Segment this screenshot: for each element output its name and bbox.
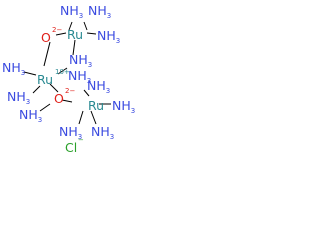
- bond-ru-top-nh3-lower: [72, 39, 76, 56]
- bonds: [23, 21, 111, 125]
- ru-top-symbol: Ru: [67, 27, 83, 42]
- bond-ru-bottom-nh3-upper-right: [83, 89, 90, 97]
- ru-bottom-group: NH3 O 2− Ru NH3 NH3 NH3 NH3: [19, 78, 135, 141]
- ru-top-nh3-right: NH3: [97, 28, 120, 45]
- bond-ru-middle-nh3-upper-right: [57, 67, 68, 75]
- bond-oxide-top-ru-middle: [43, 41, 51, 67]
- bond-ru-bottom-nh3-lower-right: [90, 110, 97, 125]
- ru-middle-charge: 10+: [55, 68, 70, 76]
- bond-oxide-top-ru-top: [55, 32, 67, 36]
- bond-oxide-bottom-ru-bottom: [61, 99, 73, 103]
- ru-top-nh3-upper-left: NH3: [60, 3, 83, 20]
- ru-middle-nh3-left: NH3: [2, 60, 25, 77]
- ru-bottom-nh3-left: NH3: [19, 107, 42, 124]
- chloride-charge: −: [78, 136, 84, 144]
- ru-bottom-nh3-lower-right: NH3: [91, 124, 114, 141]
- bond-ru-top-nh3-right: [86, 32, 97, 35]
- molecule-structure: NH3 NH3 O 2− Ru NH3 NH3 NH3 Ru 10+ NH3 N…: [2, 3, 135, 153]
- ru-top-nh3-lower: NH3: [69, 52, 92, 69]
- bond-ru-middle-nh3-left: [23, 71, 37, 76]
- bond-ru-middle-oxide-bottom: [49, 83, 59, 93]
- ru-bottom-nh3-lower-left: NH3: [59, 124, 82, 141]
- ru-top-group: NH3 NH3 O 2− Ru NH3: [41, 3, 120, 45]
- bond-ru-bottom-nh3-lower-left: [78, 110, 84, 125]
- ru-middle-group: NH3 NH3 Ru 10+ NH3 NH3: [2, 52, 92, 106]
- ru-bottom-nh3-upper-right: NH3: [87, 78, 110, 95]
- counter-ion: Cl −: [65, 136, 84, 153]
- ru-bottom-symbol: Ru: [88, 98, 104, 113]
- bond-oxide-bottom-nh3-left: [39, 103, 51, 112]
- ru-middle-nh3-lower-left: NH3: [7, 89, 30, 106]
- ru-top-nh3-upper-right: NH3: [88, 3, 111, 20]
- bond-ru-top-nh3-upper-left: [68, 21, 73, 31]
- chloride-symbol: Cl: [65, 140, 77, 153]
- bond-ru-top-nh3-upper-right: [83, 21, 88, 31]
- oxide-top-symbol: O: [41, 30, 51, 45]
- ru-middle-symbol: Ru: [37, 72, 53, 87]
- ru-middle-nh3-right: NH3: [68, 68, 91, 85]
- bond-ru-middle-nh3-lower-left: [32, 85, 41, 94]
- ru-bottom-nh3-right: NH3: [112, 98, 135, 115]
- oxide-bottom-symbol: O: [54, 91, 64, 106]
- oxide-bottom-charge: 2−: [65, 87, 75, 95]
- oxide-top-charge: 2−: [52, 26, 62, 34]
